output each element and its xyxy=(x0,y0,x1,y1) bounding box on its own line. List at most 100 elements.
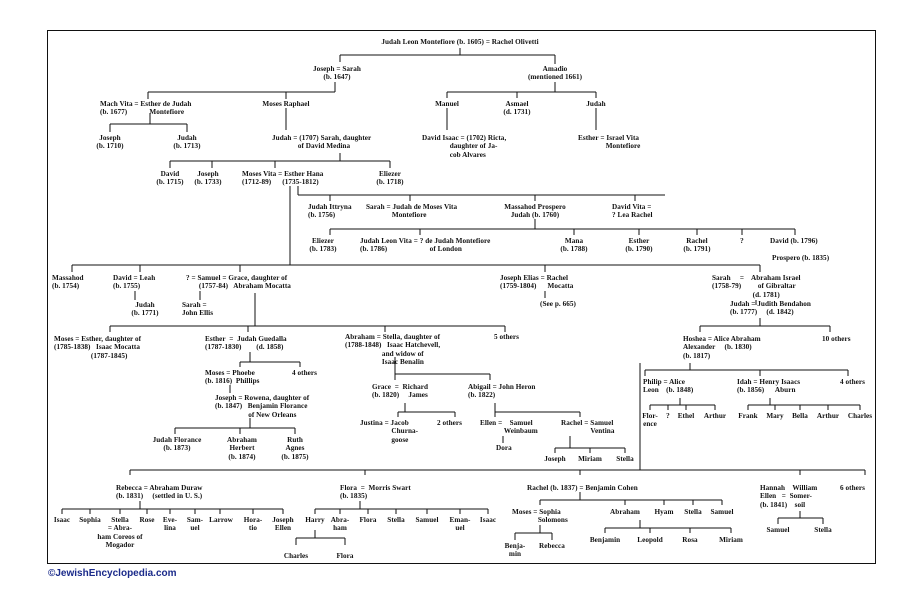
esther-judah-guedalla: Esther = Judah Guedalla (1787-1830) (d. … xyxy=(205,335,287,352)
charles-harry: Charles xyxy=(283,552,309,560)
judah-amadio: Judah xyxy=(586,100,606,108)
isaac-swart: Isaac xyxy=(479,516,497,524)
hoshea-alice: Hoshea = Alice Abraham Alexander (b. 183… xyxy=(683,335,761,360)
david-leah: David = Leah (b. 1755) xyxy=(113,274,156,291)
esther-1790: Esther (b. 1790) xyxy=(625,237,653,254)
emanuel: Eman- uel xyxy=(449,516,471,533)
moses-vita: Moses Vita = Esther Hana (1712-89) (1735… xyxy=(242,170,324,187)
asmael: Asmael (d. 1731) xyxy=(503,100,531,117)
abraham-swart: Abra- ham xyxy=(330,516,350,533)
joseph-1710: Joseph (b. 1710) xyxy=(96,134,124,151)
david-1796: David (b. 1796) xyxy=(770,237,818,245)
stella-abraham: Stella = Abra- ham Coreos of Mogador xyxy=(97,516,143,550)
judah-1713: Judah (b. 1713) xyxy=(173,134,201,151)
evelina: Eve- lina xyxy=(162,516,178,533)
eliezer-1783: Eliezer (b. 1783) xyxy=(309,237,337,254)
judah-ittryna: Judah Ittryna (b. 1756) xyxy=(308,203,352,220)
ruth-agnes: Ruth Agnes (b. 1875) xyxy=(281,436,309,461)
frank: Frank xyxy=(738,412,758,420)
abraham-cohen: Abraham xyxy=(610,508,640,516)
grace-richard: Grace = Richard (b. 1820) James xyxy=(372,383,429,400)
larrow: Larrow xyxy=(209,516,233,524)
judah-1707: Judah = (1707) Sarah, daughter of David … xyxy=(272,134,372,151)
eliezer-1718: Eliezer (b. 1718) xyxy=(376,170,404,187)
rosa: Rosa xyxy=(682,536,698,544)
justina-jacob: Justina = Jacob Churna- goose xyxy=(360,419,419,444)
charles-aburn: Charles xyxy=(847,412,873,420)
samuel-swart: Samuel xyxy=(415,516,439,524)
see-page-665: (See p. 665) xyxy=(540,300,576,308)
stella-cohen: Stella xyxy=(684,508,702,516)
esther-israel: Esther = Israel Vita Montefiore xyxy=(578,134,641,151)
prospero-1835: Prospero (b. 1835) xyxy=(772,254,830,262)
moses-raphael: Moses Raphael xyxy=(262,100,310,108)
stella-hannah: Stella xyxy=(814,526,832,534)
stella-ventina: Stella xyxy=(616,455,634,463)
mach-vita: Mach Vita = Esther de Judah (b. 1677) Mo… xyxy=(100,100,192,117)
flora-morris: Flora = Morris Swart (b. 1835) xyxy=(340,484,411,501)
two-others: 2 others xyxy=(437,419,462,427)
stella-swart: Stella xyxy=(387,516,405,524)
sarah-ellis: Sarah = John Ellis xyxy=(182,301,214,318)
abraham-herbert: Abraham Herbert (b. 1874) xyxy=(227,436,257,461)
philip-alice: Philip = Alice Leon (b. 1848) xyxy=(643,378,694,395)
mana: Mana (b. 1788) xyxy=(560,237,588,254)
joseph-elias: Joseph Elias = Rachel (1759-1804) Mocatt… xyxy=(500,274,574,291)
samuel-hannah: Samuel xyxy=(766,526,790,534)
abraham-stella: Abraham = Stella, daughter of (1788-1848… xyxy=(345,333,441,367)
david-1715: David (b. 1715) xyxy=(156,170,184,187)
unknown-child: ? xyxy=(740,237,744,245)
arthur-aburn: Arthur xyxy=(816,412,840,420)
unknown-alice-child: ? xyxy=(666,412,670,420)
sarah-abraham: Sarah = Abraham Israel (1758-79) of Gibr… xyxy=(712,274,801,299)
samuel-duraw: Sam- uel xyxy=(186,516,204,533)
bella: Bella xyxy=(792,412,808,420)
florence: Flor- ence xyxy=(642,412,658,429)
rachel-samuel: Rachel = Samuel Ventina xyxy=(561,419,615,436)
flora-swart: Flora xyxy=(359,516,377,524)
judah-1771: Judah (b. 1771) xyxy=(131,301,159,318)
samuel-grace: ? = Samuel = Grace, daughter of (1757-84… xyxy=(186,274,291,291)
leopold: Leopold xyxy=(637,536,663,544)
ethel: Ethel xyxy=(677,412,695,420)
joseph-sarah: Joseph = Sarah (b. 1647) xyxy=(313,65,361,82)
moses-sophia: Moses = Sophia Solomons xyxy=(512,508,568,525)
rebecca-abraham: Rebecca = Abraham Duraw (b. 1831) (settl… xyxy=(116,484,203,501)
root-couple: Judah Leon Montefiore (b. 1605) = Rachel… xyxy=(381,38,539,46)
abigail-john: Abigail = John Heron (b. 1822) xyxy=(468,383,536,400)
moses-esther: Moses = Esther, daughter of (1785-1838) … xyxy=(54,335,142,360)
massahod-1754: Massahod (b. 1754) xyxy=(52,274,84,291)
joseph-rowena: Joseph = Rowena, daughter of (b. 1847) B… xyxy=(215,394,310,419)
sarah-judah: Sarah = Judah de Moses Vita Montefiore xyxy=(366,203,458,220)
hyam: Hyam xyxy=(654,508,674,516)
family-tree-frame xyxy=(47,30,876,564)
moses-phoebe: Moses = Phoebe (b. 1816) Phillips xyxy=(205,369,260,386)
isaac-duraw: Isaac xyxy=(53,516,71,524)
mary: Mary xyxy=(766,412,784,420)
sophia: Sophia xyxy=(79,516,101,524)
rebecca-solomons: Rebecca xyxy=(539,542,565,550)
idah-henry: Idah = Henry Isaacs (b. 1856) Aburn xyxy=(737,378,801,395)
miriam-ventina: Miriam xyxy=(578,455,602,463)
samuel-cohen: Samuel xyxy=(710,508,734,516)
amadio: Amadio (mentioned 1661) xyxy=(527,65,583,82)
benjamin-solomons: Benja- min xyxy=(504,542,526,559)
ten-others: 10 others xyxy=(822,335,851,343)
judah-florance: Judah Florance (b. 1873) xyxy=(152,436,202,453)
judah-leon-vita: Judah Leon Vita = ? de Judah Montefiore … xyxy=(360,237,491,254)
ellen-samuel: Ellen = Samuel Weinbaum xyxy=(480,419,538,436)
massahod-prospero: Massahod Prospero Judah (b. 1760) xyxy=(504,203,566,220)
joseph-ellen: Joseph Ellen xyxy=(272,516,294,533)
dora: Dora xyxy=(496,444,512,452)
david-isaac: David Isaac = (1702) Ricta, daughter of … xyxy=(422,134,507,159)
rachel-1791: Rachel (b. 1791) xyxy=(683,237,711,254)
source-credit-link[interactable]: ©JewishEncyclopedia.com xyxy=(48,568,177,579)
rose: Rose xyxy=(139,516,155,524)
harry: Harry xyxy=(305,516,325,524)
horatio: Hora- tio xyxy=(243,516,263,533)
five-others: 5 others xyxy=(494,333,519,341)
rachel-benjamin: Rachel (b. 1837) = Benjamin Cohen xyxy=(527,484,638,492)
four-others-b: 4 others xyxy=(840,378,865,386)
david-vita: David Vita = ? Lea Rachel xyxy=(612,203,653,220)
